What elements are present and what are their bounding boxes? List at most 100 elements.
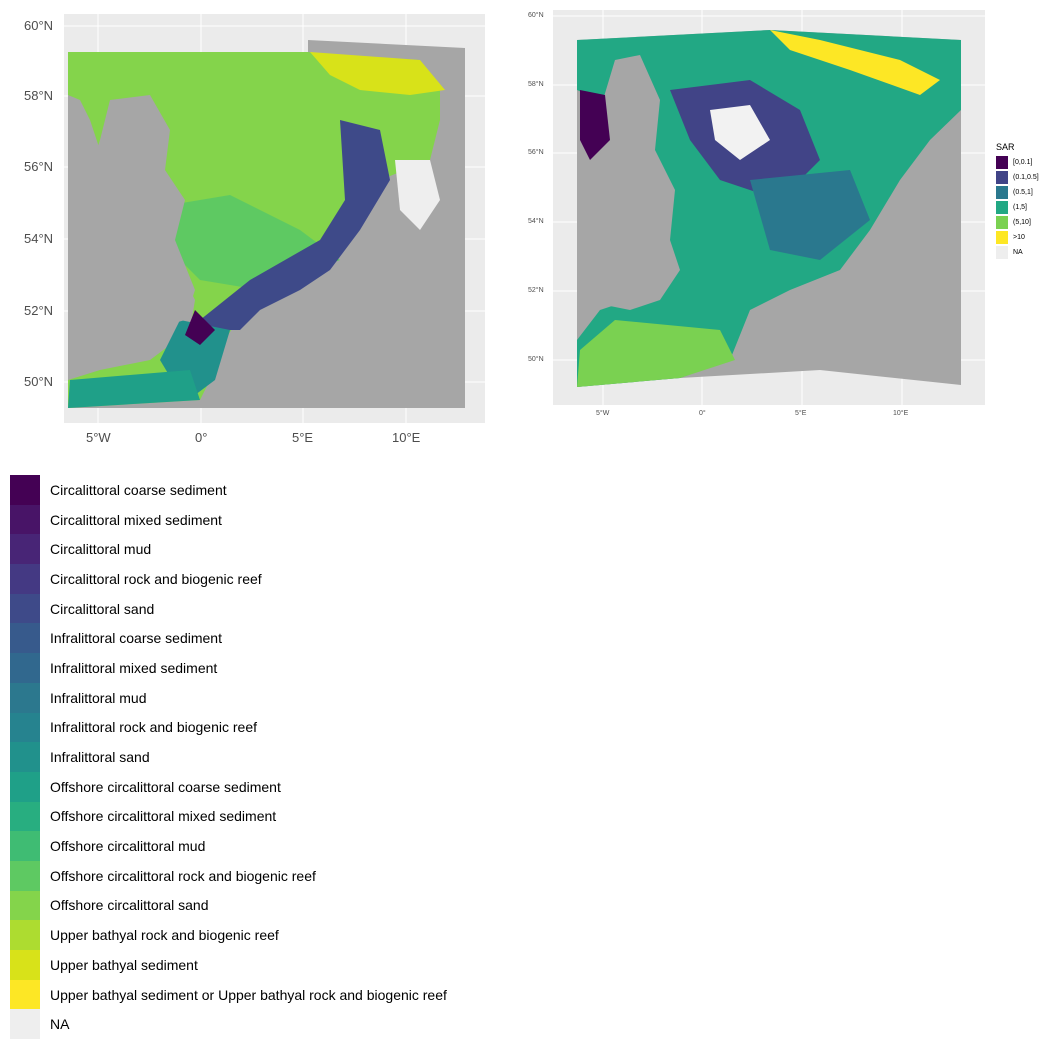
habitat-legend-label: Circalittoral coarse sediment (50, 481, 227, 498)
sar-high-band (770, 30, 940, 95)
habitat-legend-item: Offshore circalittoral rock and biogenic… (10, 860, 447, 891)
habitat-legend-label: Offshore circalittoral mud (50, 838, 206, 855)
habitat-legend-label: Circalittoral mud (50, 541, 152, 558)
x-tick-10e: 10°E (893, 410, 909, 417)
habitat-legend-label: Upper bathyal sediment (50, 956, 198, 973)
sar-legend-label: [0,0.1] (1013, 159, 1033, 166)
habitat-legend-swatch (10, 504, 40, 535)
habitat-legend-item: Circalittoral coarse sediment (10, 475, 447, 505)
sar-legend-item: >10 (996, 230, 1039, 245)
y-tick-56n: 56°N (24, 159, 54, 174)
habitat-legend-item: Circalittoral rock and biogenic reef (10, 564, 447, 594)
habitat-legend-item: Infralittoral mud (10, 682, 447, 713)
y-tick-60n: 60°N (24, 18, 54, 33)
upper-bathyal-region (310, 52, 445, 95)
habitat-legend-swatch (10, 682, 40, 713)
sar-legend-label: >10 (1013, 234, 1025, 241)
sar-map: 60°N 58°N 56°N 54°N 52°N 50°N 5°W 0° 5°E… (520, 0, 990, 430)
habitat-legend-label: Offshore circalittoral coarse sediment (50, 778, 281, 795)
habitat-legend-label: Infralittoral mud (50, 689, 147, 706)
habitat-legend-item: Offshore circalittoral coarse sediment (10, 771, 447, 802)
y-tick-50n: 50°N (24, 374, 54, 389)
coarse-sediment-region (185, 310, 215, 345)
sar-legend-swatch (996, 156, 1008, 169)
habitat-legend-swatch (10, 831, 40, 861)
sar-legend-title: SAR (996, 142, 1015, 152)
habitat-legend-item: Infralittoral sand (10, 742, 447, 772)
x-tick-5w: 5°W (86, 430, 111, 445)
habitat-legend-label: Offshore circalittoral sand (50, 897, 209, 914)
sar-legend-label: (0.5,1] (1013, 189, 1033, 196)
great-britain-land (598, 55, 680, 310)
habitat-legend-swatch (10, 860, 40, 891)
habitat-legend-swatch (10, 920, 40, 950)
sar-legend-label: NA (1013, 249, 1023, 256)
sar-west-low-region (580, 90, 610, 160)
habitat-legend-item: Upper bathyal sediment or Upper bathyal … (10, 979, 447, 1010)
sar-legend-item: NA (996, 245, 1039, 260)
ireland-land (577, 215, 600, 300)
habitat-legend-item: NA (10, 1009, 447, 1039)
habitat-legend-item: Infralittoral coarse sediment (10, 623, 447, 654)
habitat-legend-label: Circalittoral rock and biogenic reef (50, 570, 262, 587)
habitat-legend-item: Infralittoral rock and biogenic reef (10, 712, 447, 743)
y-tick-54n: 54°N (528, 218, 544, 225)
na-region (395, 160, 440, 230)
y-tick-52n: 52°N (528, 287, 544, 294)
y-tick-58n: 58°N (528, 81, 544, 88)
habitat-legend-swatch (10, 534, 40, 565)
sar-mid-region (750, 170, 870, 260)
habitat-legend-item: Infralittoral mixed sediment (10, 653, 447, 683)
habitat-legend-label: Circalittoral sand (50, 600, 155, 617)
habitat-legend-label: Offshore circalittoral rock and biogenic… (50, 867, 316, 884)
sar-legend-item: (5,10] (996, 215, 1039, 230)
sar-legend-item: (1,5] (996, 200, 1039, 215)
habitat-legend-item: Offshore circalittoral sand (10, 890, 447, 921)
sar-legend-item: (0.1,0.5] (996, 170, 1039, 185)
y-tick-60n: 60°N (528, 12, 544, 19)
circalittoral-sand-region (200, 120, 390, 330)
habitat-legend-label: Circalittoral mixed sediment (50, 511, 222, 528)
sar-legend-item: [0,0.1] (996, 155, 1039, 170)
habitat-legend-swatch (10, 801, 40, 832)
sar-legend-swatch (996, 186, 1008, 199)
habitat-legend-swatch (10, 771, 40, 802)
x-tick-5w: 5°W (596, 410, 610, 417)
habitat-map-panel (64, 14, 485, 423)
habitat-legend-label: Offshore circalittoral mixed sediment (50, 808, 277, 825)
habitat-legend-item: Circalittoral mixed sediment (10, 504, 447, 535)
habitat-legend-item: Upper bathyal rock and biogenic reef (10, 920, 447, 950)
sar-legend-swatch (996, 171, 1008, 184)
x-tick-5e: 5°E (292, 430, 314, 445)
sar-map-panel (553, 10, 985, 405)
habitat-legend-item: Circalittoral mud (10, 534, 447, 565)
sar-legend-label: (5,10] (1013, 219, 1031, 226)
sar-legend: SAR [0,0.1] (0.1,0.5] (0.5,1] (1,5] (5,10] >1… (996, 142, 1039, 260)
habitat-legend-swatch (10, 950, 40, 980)
habitat-legend-swatch (10, 653, 40, 683)
sar-legend-item: (0.5,1] (996, 185, 1039, 200)
sar-legend-swatch (996, 246, 1008, 259)
habitat-legend-item: Offshore circalittoral mud (10, 831, 447, 861)
habitat-legend-label: Infralittoral mixed sediment (50, 659, 218, 676)
sar-legend-swatch (996, 231, 1008, 244)
y-tick-54n: 54°N (24, 231, 54, 246)
habitat-legend-item: Circalittoral sand (10, 593, 447, 624)
habitat-legend-label: Upper bathyal sediment or Upper bathyal … (50, 986, 447, 1003)
x-tick-10e: 10°E (392, 430, 421, 445)
habitat-legend-swatch (10, 593, 40, 624)
y-tick-56n: 56°N (528, 149, 544, 156)
habitat-legend-label: Infralittoral sand (50, 749, 150, 766)
sar-legend-label: (0.1,0.5] (1013, 174, 1039, 181)
sar-legend-swatch (996, 216, 1008, 229)
x-tick-5e: 5°E (795, 410, 807, 417)
habitat-legend-swatch (10, 890, 40, 921)
habitat-legend-swatch (10, 979, 40, 1010)
habitat-map: 60°N 58°N 56°N 54°N 52°N 50°N 5°W 0° 5°E… (0, 0, 490, 460)
y-tick-52n: 52°N (24, 303, 54, 318)
sar-channel-region (577, 320, 735, 387)
y-tick-50n: 50°N (528, 356, 544, 363)
sar-legend-swatch (996, 201, 1008, 214)
x-tick-0: 0° (699, 410, 706, 417)
habitat-legend-swatch (10, 712, 40, 743)
